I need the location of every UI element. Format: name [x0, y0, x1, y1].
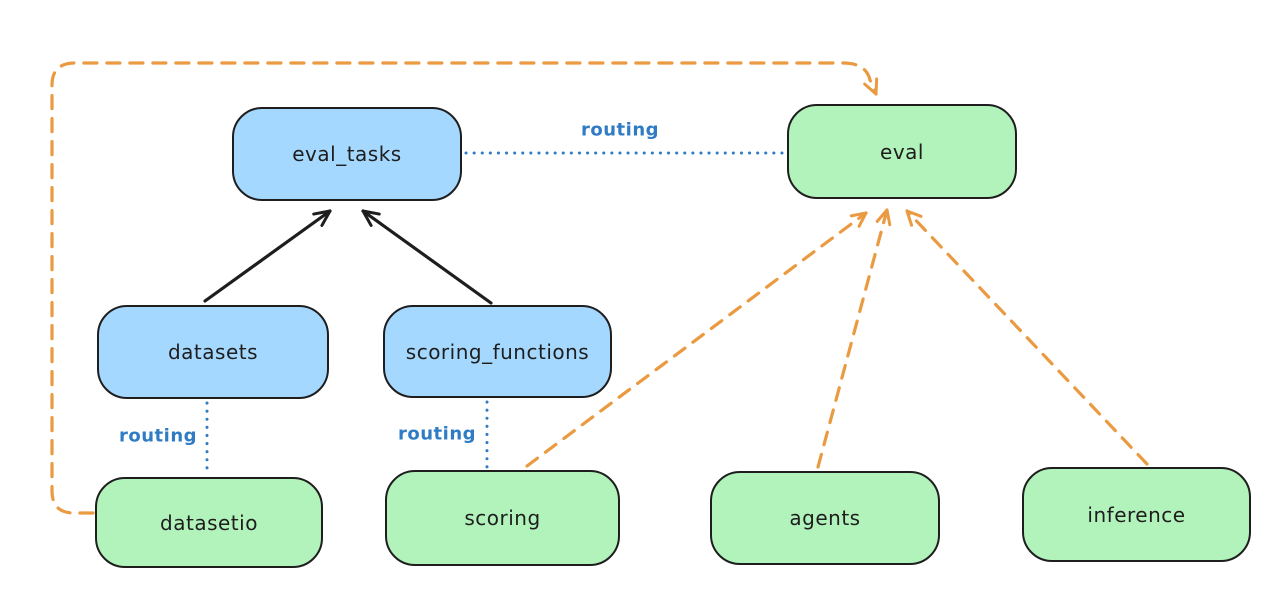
node-datasetio: datasetio — [95, 477, 323, 568]
node-inference: inference — [1022, 467, 1251, 562]
node-scoring-label: scoring — [464, 506, 541, 530]
edge-datasets-to-eval-tasks — [203, 209, 332, 303]
node-eval: eval — [787, 104, 1017, 199]
edge-label-routing-scoring-functions-scoring: routing — [397, 423, 477, 445]
node-scoring-functions: scoring_functions — [383, 305, 612, 398]
edge-inference-to-eval — [905, 209, 1149, 466]
edge-label-routing-eval-tasks-eval: routing — [580, 119, 660, 141]
node-eval-label: eval — [880, 139, 924, 164]
node-datasetio-label: datasetio — [160, 510, 258, 535]
node-agents-label: agents — [789, 506, 861, 530]
node-agents: agents — [710, 471, 940, 565]
node-eval-tasks-label: eval_tasks — [292, 142, 402, 166]
node-datasets-label: datasets — [167, 340, 259, 364]
node-scoring-functions-label: scoring_functions — [405, 339, 590, 364]
edge-label-routing-datasets-datasetio: routing — [118, 425, 198, 447]
node-eval-tasks: eval_tasks — [232, 107, 462, 201]
edge-agents-to-eval — [816, 208, 892, 469]
edge-scoring-functions-to-eval-tasks — [361, 209, 493, 305]
node-inference-label: inference — [1087, 502, 1186, 527]
node-datasets: datasets — [97, 305, 329, 399]
node-scoring: scoring — [385, 470, 620, 566]
